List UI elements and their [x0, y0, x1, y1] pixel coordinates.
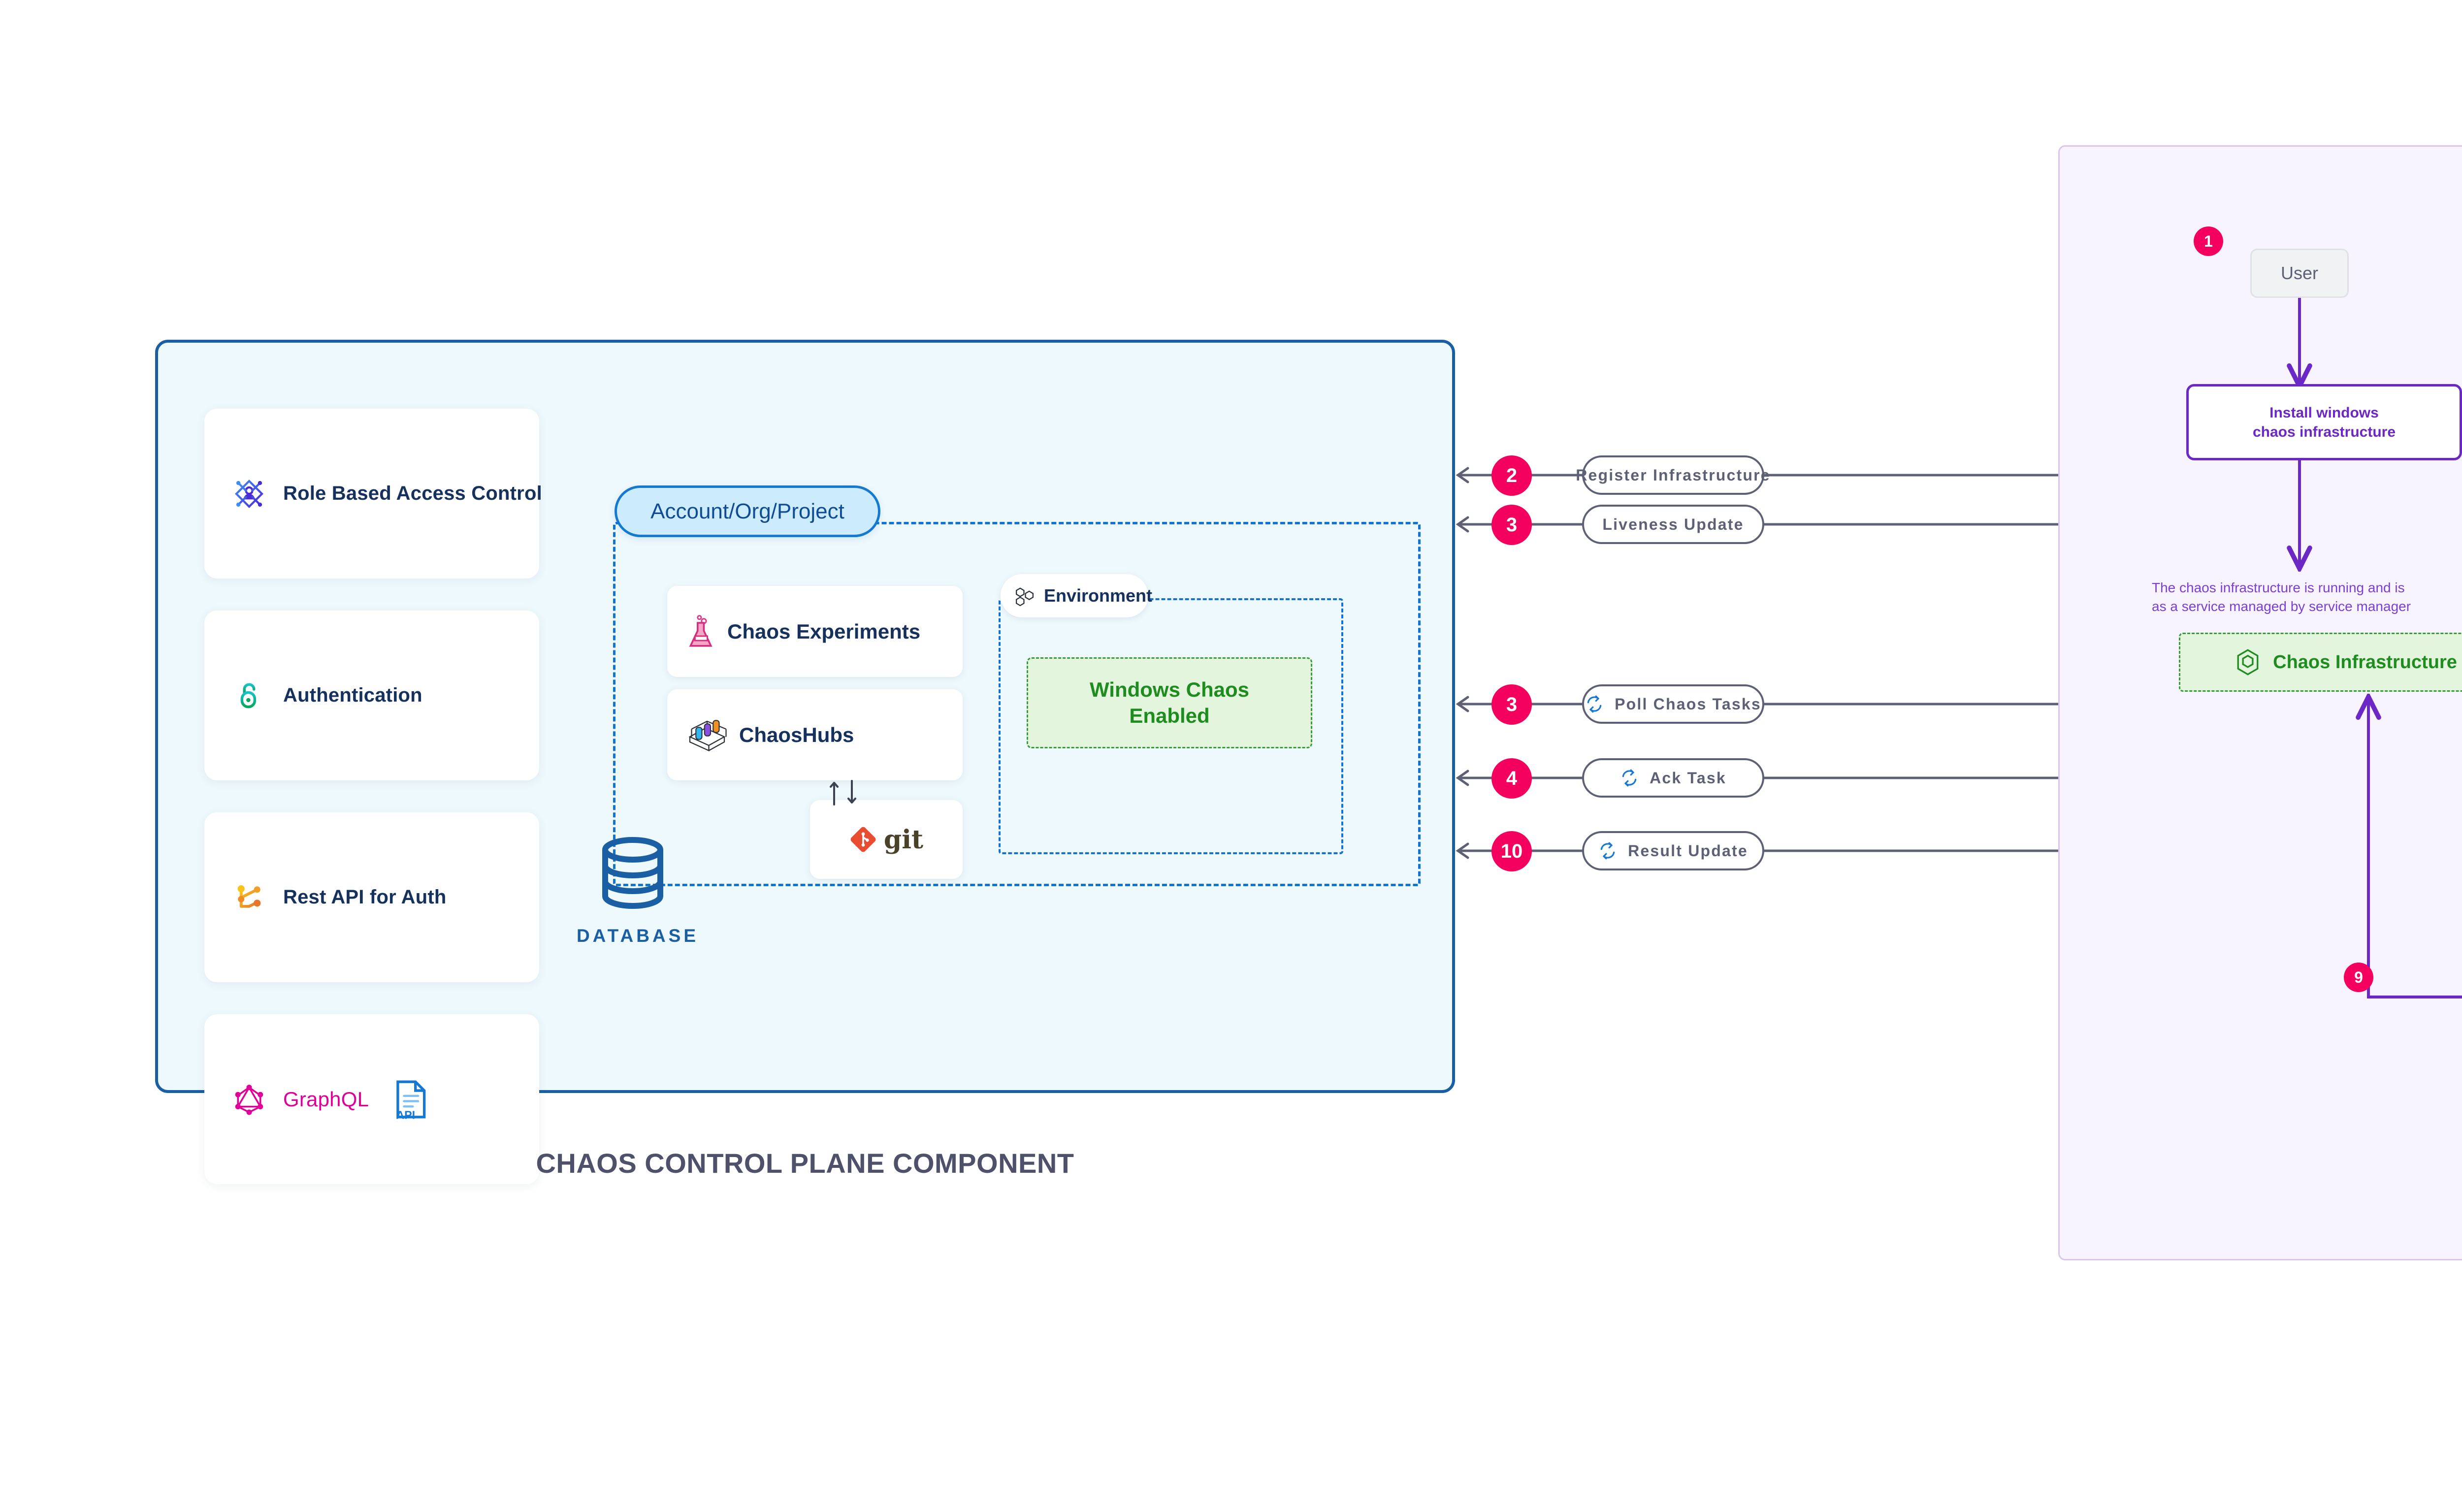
- card-chaoshubs[interactable]: ChaosHubs: [667, 689, 963, 780]
- install-line1: Install windows: [2269, 404, 2379, 421]
- account-org-project-region: [613, 522, 1421, 886]
- sync-icon: [1598, 841, 1617, 860]
- feature-card-rest-api[interactable]: Rest API for Auth: [204, 812, 539, 982]
- connector-row-ack-task: 4 Ack Task: [1455, 758, 2061, 799]
- connector-pill-ack-task[interactable]: Ack Task: [1582, 758, 1764, 798]
- card-chaos-experiments[interactable]: Chaos Experiments: [667, 586, 963, 677]
- connector-label: Poll Chaos Tasks: [1615, 695, 1761, 713]
- control-plane-title: CHAOS CONTROL PLANE COMPONENT: [536, 1148, 1074, 1179]
- connector-badge: 3: [1491, 684, 1532, 725]
- svg-text:API: API: [396, 1108, 416, 1121]
- note6-line1: The chaos infrastructure is running and …: [2152, 580, 2405, 595]
- chaos-infrastructure-label: Chaos Infrastructure: [2273, 651, 2457, 673]
- connector-row-poll-chaos-tasks: 3 Poll Chaos Tasks: [1455, 684, 2061, 725]
- environment-region: [999, 598, 1343, 854]
- sync-arrows-icon: [830, 780, 856, 805]
- step-badge-9: 9: [2344, 963, 2373, 992]
- windows-chaos-enabled-box: Windows Chaos Enabled: [1027, 657, 1312, 748]
- card-git[interactable]: git: [810, 800, 963, 879]
- connector-badge: 3: [1491, 505, 1532, 545]
- feature-label: GraphQL: [283, 1087, 369, 1111]
- card-label: ChaosHubs: [739, 723, 854, 746]
- feature-card-graphql[interactable]: GraphQL API: [204, 1014, 539, 1184]
- environment-chip[interactable]: Environment: [1001, 574, 1152, 617]
- install-windows-chaos-infrastructure-box[interactable]: Install windows chaos infrastructure: [2186, 384, 2462, 460]
- hexagon-icon: [2235, 648, 2260, 676]
- feature-card-authentication[interactable]: Authentication: [204, 611, 539, 780]
- connector-row-result-update: 10 Result Update: [1455, 831, 2061, 871]
- feature-card-rbac[interactable]: Role Based Access Control: [204, 409, 542, 579]
- graphql-icon: [230, 1080, 268, 1119]
- database-icon: [602, 837, 663, 909]
- account-org-project-label: Account/Org/Project: [650, 499, 844, 523]
- user-box[interactable]: User: [2250, 249, 2349, 298]
- api-doc-icon: API: [392, 1078, 428, 1121]
- hexagons-icon: [1013, 584, 1036, 607]
- share-nodes-icon: [230, 878, 268, 917]
- account-org-project-chip[interactable]: Account/Org/Project: [615, 485, 880, 537]
- connector-badge: 2: [1491, 455, 1532, 496]
- test-tube-rack-icon: [686, 718, 728, 752]
- wce-line2: Enabled: [1129, 704, 1210, 727]
- connector-label: Register Infrastructure: [1576, 466, 1771, 484]
- connector-pill-liveness-update[interactable]: Liveness Update: [1582, 505, 1764, 544]
- connector-pill-poll-chaos-tasks[interactable]: Poll Chaos Tasks: [1582, 684, 1764, 724]
- install-box-text: Install windows chaos infrastructure: [2253, 403, 2396, 442]
- connector-badge: 4: [1491, 758, 1532, 799]
- sync-icon: [1585, 695, 1604, 713]
- chaos-execution-plane-panel: [2058, 145, 2462, 1260]
- git-icon: [849, 826, 877, 853]
- sync-icon: [1620, 769, 1639, 787]
- card-label: Chaos Experiments: [727, 619, 921, 643]
- connector-label: Ack Task: [1650, 769, 1726, 787]
- note6-line2: as a service managed by service manager: [2152, 598, 2411, 614]
- step-badge-1: 1: [2194, 226, 2223, 256]
- user-label: User: [2280, 263, 2318, 283]
- lock-icon: [230, 676, 268, 715]
- connector-pill-register-infrastructure[interactable]: Register Infrastructure: [1576, 455, 1770, 495]
- execution-plane-title: CHAOS EXECUTION PLANE COMPONENT: [2058, 1324, 2462, 1356]
- install-line2: chaos infrastructure: [2252, 423, 2396, 440]
- feature-label: Authentication: [283, 684, 422, 706]
- note-chaos-infrastructure-running: The chaos infrastructure is running and …: [2152, 579, 2462, 616]
- feature-label: Rest API for Auth: [283, 886, 447, 908]
- connector-row-liveness-update: 3 Liveness Update: [1455, 505, 2061, 545]
- connector-label: Result Update: [1628, 841, 1748, 860]
- environment-label: Environment: [1044, 585, 1153, 606]
- flask-icon: [686, 614, 716, 649]
- git-label: git: [883, 824, 924, 855]
- wce-line1: Windows Chaos: [1090, 678, 1249, 701]
- connector-row-register-infrastructure: 2 Register Infrastructure: [1455, 455, 2061, 496]
- connector-label: Liveness Update: [1602, 515, 1744, 533]
- chaos-infrastructure-box[interactable]: Chaos Infrastructure: [2179, 633, 2462, 692]
- database-label: DATABASE: [576, 926, 699, 946]
- rbac-icon: [230, 475, 268, 513]
- connector-badge: 10: [1491, 831, 1532, 871]
- connector-pill-result-update[interactable]: Result Update: [1582, 831, 1764, 870]
- feature-label: Role Based Access Control: [283, 483, 542, 504]
